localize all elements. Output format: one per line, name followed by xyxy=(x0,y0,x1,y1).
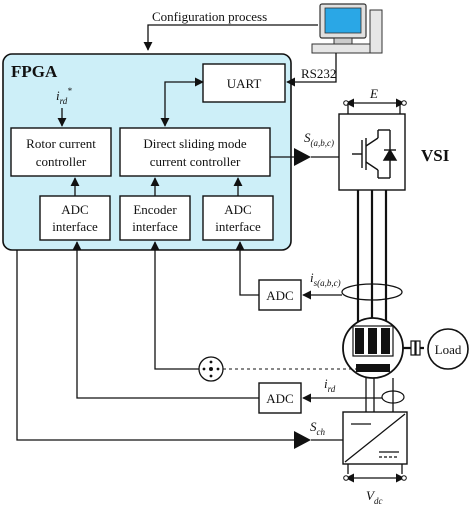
rotor-current-controller xyxy=(10,127,112,177)
computer-icon xyxy=(311,3,383,54)
encoder-icon xyxy=(198,356,224,382)
is-abc-label: is(a,b,c) xyxy=(310,270,341,288)
s-abc-buffer-icon xyxy=(294,148,311,166)
adc-top-to-interface xyxy=(235,241,259,296)
vdc-node-right xyxy=(401,475,407,481)
load-block xyxy=(427,328,469,370)
adc-if-right-line1: ADC xyxy=(224,202,251,217)
adc-bottom-label: ADC xyxy=(266,391,293,406)
adc-if-right-line2: interface xyxy=(215,219,261,234)
dsm-ctrl-line1: Direct sliding mode xyxy=(143,136,246,151)
dsm-ctrl-line2: current controller xyxy=(150,154,241,169)
uart-dsm-link xyxy=(160,77,204,127)
ird-ref-label: ird* xyxy=(56,86,72,106)
rs232-link xyxy=(286,53,337,87)
encoder-interface xyxy=(119,195,191,241)
adc-interface-right xyxy=(202,195,274,241)
igbt-icon xyxy=(352,129,398,179)
config-arrow xyxy=(143,24,318,51)
adc-interface-left xyxy=(39,195,111,241)
sch-label: Sch xyxy=(310,419,325,437)
rs232-label: RS232 xyxy=(301,66,336,81)
fpga-title: FPGA xyxy=(11,62,58,81)
dsm-current-controller xyxy=(119,127,271,177)
encoder-if-line1: Encoder xyxy=(133,202,177,217)
adc-top-label: ADC xyxy=(266,288,293,303)
shaft-coupling-1 xyxy=(410,340,416,356)
sch-buffer-icon xyxy=(294,431,311,449)
adc-bottom-to-interface xyxy=(72,241,259,399)
adc-block-top xyxy=(258,279,302,311)
uart-label: UART xyxy=(227,76,262,91)
vdc-label: Vdc xyxy=(366,488,382,506)
rotor-ctrl-line1: Rotor current xyxy=(26,136,96,151)
rotor-ctrl-line2: controller xyxy=(36,154,87,169)
vdc-node-left xyxy=(343,475,349,481)
sch-line xyxy=(16,250,295,441)
phase-current-sensor xyxy=(341,283,403,301)
e-label: E xyxy=(369,86,378,101)
uart-block xyxy=(202,63,286,103)
load-label: Load xyxy=(435,342,462,357)
shaft-coupling-2 xyxy=(415,340,421,356)
chopper-diagonal xyxy=(344,413,406,463)
adc-if-left-line1: ADC xyxy=(61,202,88,217)
config-process-label: Configuration process xyxy=(152,9,267,24)
e-node-right xyxy=(401,100,407,106)
machine-icon xyxy=(342,317,404,379)
adc-if-left-line2: interface xyxy=(52,219,98,234)
adc-block-bottom xyxy=(258,382,302,414)
encoder-if-line2: interface xyxy=(132,219,178,234)
s-abc-label: S(a,b,c) xyxy=(304,130,334,148)
encoder-to-interface xyxy=(150,241,199,370)
vsi-block xyxy=(338,113,406,191)
ird-label: ird xyxy=(324,376,336,394)
vsi-label: VSI xyxy=(421,146,450,165)
